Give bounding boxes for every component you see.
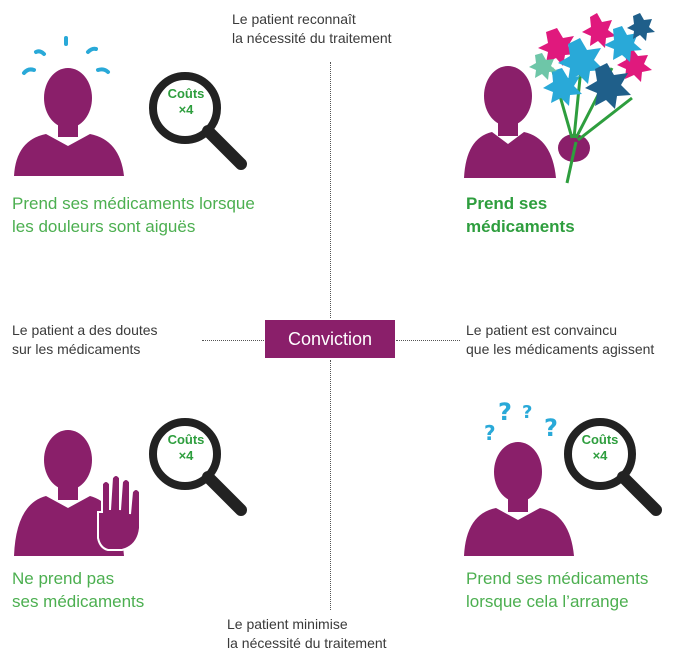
- svg-text:?: ?: [484, 421, 496, 445]
- person-stop-hand-icon: [14, 430, 141, 556]
- magnifier-icon: [149, 72, 247, 170]
- horizontal-axis-right: [396, 340, 460, 341]
- person-holding-flowers-icon: [464, 13, 655, 184]
- svg-text:?: ?: [498, 398, 512, 426]
- person-sweating-icon: [14, 36, 124, 176]
- vertical-axis-bottom: [330, 360, 331, 610]
- cost-badge: Coûts×4: [581, 432, 619, 463]
- svg-text:?: ?: [522, 402, 532, 423]
- conviction-label: Conviction: [265, 320, 395, 358]
- horizontal-axis-left: [202, 340, 264, 341]
- cost-badge: Coûts×4: [167, 432, 205, 463]
- magnifier-icon: [564, 418, 662, 516]
- vertical-axis-top: [330, 62, 331, 318]
- svg-text:?: ?: [544, 414, 558, 442]
- cost-badge: Coûts×4: [167, 86, 205, 117]
- person-question-marks-icon: ? ? ? ?: [464, 398, 574, 556]
- magnifier-icon: [149, 418, 247, 516]
